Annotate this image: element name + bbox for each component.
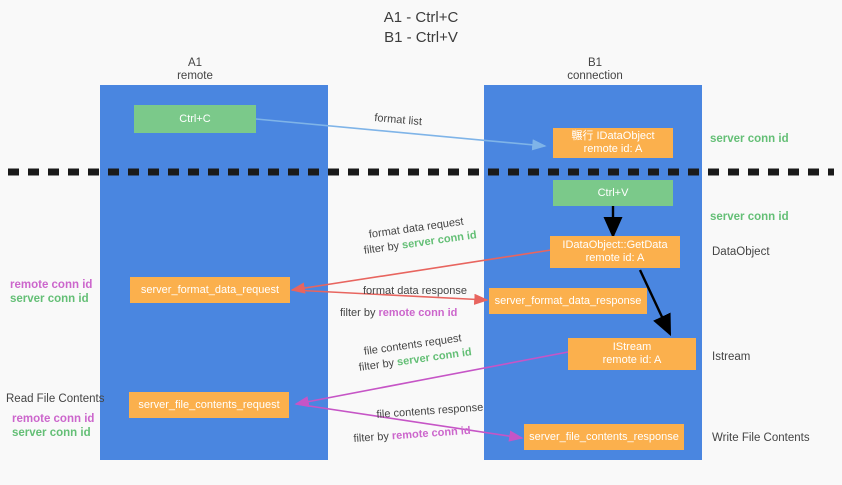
lane-header-b1: B1 connection — [530, 57, 660, 83]
lane-header-b1-name: B1 — [587, 57, 603, 69]
diagram-title: A1 - Ctrl+C B1 - Ctrl+V — [0, 8, 842, 48]
edge-label-file-contents-response-filter: filter by remote conn id — [353, 424, 471, 446]
edge-label-format-data-response-filter: filter by remote conn id — [340, 306, 457, 320]
node-server-format-data-request-label: server_format_data_request — [140, 283, 280, 296]
right-label-istream: Istream — [712, 351, 751, 363]
node-server-format-data-response[interactable]: server_format_data_response — [489, 288, 647, 314]
node-idataobject[interactable]: 冁行 IDataObject remote id: A — [553, 128, 673, 158]
edge-label-file-contents-response: file contents response — [376, 401, 484, 421]
node-server-file-contents-response[interactable]: server_file_contents_response — [524, 424, 684, 450]
right-label-data-object: DataObject — [712, 246, 770, 258]
filter-prefix: filter by — [363, 239, 403, 257]
right-label-server-conn-id-top: server conn id — [710, 133, 789, 145]
node-idataobject-line2: remote id: A — [583, 143, 643, 155]
node-ctrl-v[interactable]: Ctrl+V — [553, 180, 673, 206]
filter-prefix: filter by — [340, 307, 379, 319]
node-getdata-line1: IDataObject::GetData — [562, 239, 668, 251]
node-istream-line2: remote id: A — [602, 354, 662, 366]
title-line-2: B1 - Ctrl+V — [384, 29, 458, 46]
title-line-1: A1 - Ctrl+C — [383, 9, 459, 26]
node-server-format-data-request[interactable]: server_format_data_request — [130, 277, 290, 303]
left-label-remote-conn-id-low: remote conn id — [12, 413, 95, 425]
node-server-file-contents-request[interactable]: server_file_contents_request — [129, 392, 289, 418]
right-label-write-file-contents: Write File Contents — [712, 432, 810, 444]
left-label-read-file-contents: Read File Contents — [6, 393, 105, 405]
left-label-server-conn-id-mid: server conn id — [10, 293, 89, 305]
filter-value-remote-conn-id: remote conn id — [391, 424, 471, 443]
node-ctrl-c-label: Ctrl+C — [179, 112, 211, 125]
filter-value-remote-conn-id: remote conn id — [378, 307, 458, 319]
lane-header-b1-sub: connection — [567, 70, 623, 82]
lane-header-a1: A1 remote — [130, 57, 260, 83]
node-istream-line1: IStream — [612, 341, 652, 353]
filter-prefix: filter by — [353, 430, 393, 445]
right-label-server-conn-id-mid: server conn id — [710, 211, 789, 223]
left-label-server-conn-id-low: server conn id — [12, 427, 91, 439]
edge-label-format-data-response: format data response — [363, 285, 467, 297]
lane-header-a1-sub: remote — [177, 70, 213, 82]
node-ctrl-v-label: Ctrl+V — [597, 186, 629, 199]
lane-header-a1-name: A1 — [187, 57, 203, 69]
node-getdata[interactable]: IDataObject::GetData remote id: A — [550, 236, 680, 268]
node-ctrl-c[interactable]: Ctrl+C — [134, 105, 256, 133]
left-label-remote-conn-id-mid: remote conn id — [10, 279, 93, 291]
filter-prefix: filter by — [358, 356, 398, 374]
node-server-file-contents-response-label: server_file_contents_response — [529, 430, 679, 443]
node-idataobject-line1: 冁行 IDataObject — [571, 130, 655, 142]
node-istream[interactable]: IStream remote id: A — [568, 338, 696, 370]
edge-label-format-list: format list — [373, 111, 423, 129]
node-server-file-contents-request-label: server_file_contents_request — [138, 398, 280, 411]
node-server-format-data-response-label: server_format_data_response — [494, 294, 642, 307]
node-getdata-line2: remote id: A — [585, 252, 645, 264]
